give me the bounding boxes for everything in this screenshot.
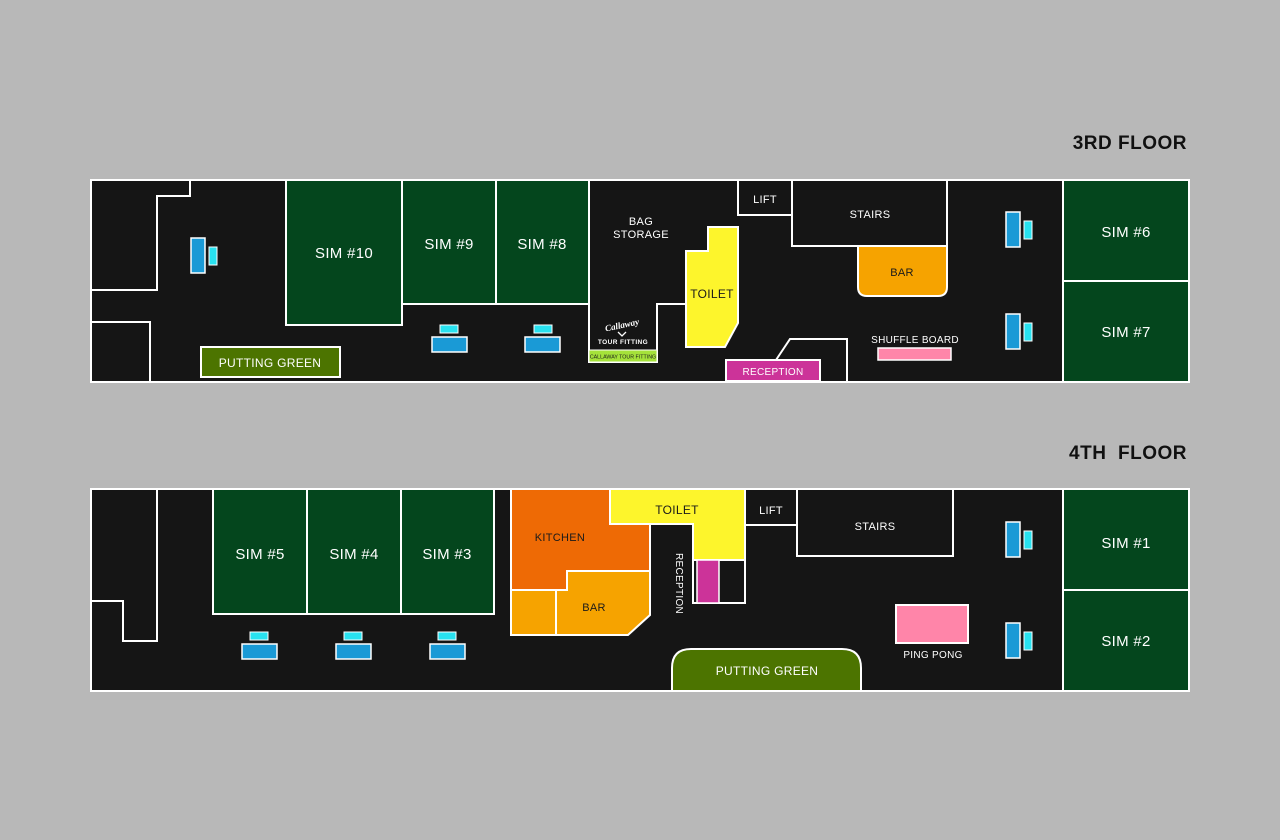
floor4-putting-green-label: PUTTING GREEN <box>716 664 819 678</box>
floor4-sim4[interactable] <box>306 488 402 615</box>
floor4-lift[interactable] <box>744 488 798 526</box>
callaway-tour-fitting-banner <box>588 349 658 363</box>
floor4-ping-pong-label: PING PONG <box>903 650 962 661</box>
floor3-reception-label: RECEPTION <box>742 367 803 378</box>
floor3-toilet-label: TOILET <box>690 287 734 301</box>
floor3-sim7[interactable] <box>1062 280 1190 383</box>
floor4-sim4-label: SIM #4 <box>329 546 378 563</box>
floor4-kitchen-label: KITCHEN <box>535 532 585 544</box>
floor3-reception[interactable] <box>725 359 821 382</box>
floor4-sim2-label: SIM #2 <box>1101 633 1150 650</box>
floor3-sim7-label: SIM #7 <box>1101 324 1150 341</box>
floor4-wall-left <box>91 489 158 642</box>
seating-icon <box>1005 313 1033 350</box>
floor3-lift-label: LIFT <box>753 194 777 206</box>
floor4-title: 4TH FLOOR <box>1069 443 1187 464</box>
floor4-bar-small[interactable] <box>510 589 557 636</box>
seating-icon <box>1005 211 1033 248</box>
floor3-shuffle-board[interactable] <box>877 347 952 361</box>
floor4-putting-green[interactable] <box>671 648 862 692</box>
floor4-bar[interactable] <box>555 570 651 636</box>
floor4-bar-label: BAR <box>582 602 606 614</box>
floor4-toilet-label: TOILET <box>655 503 699 517</box>
floor4-sim5[interactable] <box>212 488 308 615</box>
floor4-plan: SIM #5 SIM #4 SIM #3 KITCHEN BAR TOILET … <box>90 488 1190 692</box>
floor3-sim10-label: SIM #10 <box>315 245 373 262</box>
floor3-title: 3RD FLOOR <box>1073 133 1187 154</box>
seating-icon <box>241 631 278 660</box>
floor3-wall-reception <box>775 338 848 382</box>
callaway-tour-fitting-label: TOUR FITTING <box>598 339 648 346</box>
callaway-chevron-icon <box>617 331 627 337</box>
floor4-sim3-label: SIM #3 <box>422 546 471 563</box>
floor3-putting-green[interactable] <box>200 346 341 378</box>
floor3-toilet[interactable] <box>685 226 739 348</box>
floor4-sim5-label: SIM #5 <box>235 546 284 563</box>
floor3-stairs-label: STAIRS <box>850 209 891 221</box>
seating-icon <box>431 324 468 353</box>
floor4-ping-pong-table[interactable] <box>895 604 969 644</box>
seating-icon <box>1005 622 1033 659</box>
floor3-sim9[interactable] <box>401 179 497 305</box>
floor4-lift-label: LIFT <box>759 505 783 517</box>
floor3-bar-label: BAR <box>890 267 914 279</box>
floor3-bag-storage-label-2: STORAGE <box>613 229 669 241</box>
seating-icon <box>190 237 218 274</box>
floor3-sim8[interactable] <box>495 179 590 305</box>
floor3-lift[interactable] <box>737 179 793 216</box>
floor3-shuffle-board-label: SHUFFLE BOARD <box>871 335 959 346</box>
floor4-sim3[interactable] <box>400 488 495 615</box>
floor4-sim2[interactable] <box>1062 589 1190 692</box>
floor3-sim8-label: SIM #8 <box>517 236 566 253</box>
floor3-bag-storage-label-1: BAG <box>629 216 653 228</box>
floor3-sim10[interactable] <box>285 179 403 326</box>
floor3-wall-left-lower <box>91 321 151 382</box>
seating-icon <box>335 631 372 660</box>
seating-icon <box>1005 521 1033 558</box>
floor4-reception[interactable] <box>696 559 720 604</box>
seating-icon <box>524 324 561 353</box>
floor4-sim1-label: SIM #1 <box>1101 535 1150 552</box>
floor4-stairs-label: STAIRS <box>855 521 896 533</box>
floor4-sim1[interactable] <box>1062 488 1190 591</box>
floor3-bar[interactable] <box>857 245 948 297</box>
floor3-sim6-label: SIM #6 <box>1101 224 1150 241</box>
floor3-sim6[interactable] <box>1062 179 1190 282</box>
floor3-wall-left-upper <box>91 180 191 291</box>
floor3-sim9-label: SIM #9 <box>424 236 473 253</box>
floor3-plan: SIM #10 SIM #9 SIM #8 BAG STORAGE Callaw… <box>90 179 1190 383</box>
floor3-putting-green-label: PUTTING GREEN <box>219 356 322 370</box>
floor4-reception-label: RECEPTION <box>673 553 684 614</box>
seating-icon <box>429 631 466 660</box>
callaway-banner-label: CALLAWAY TOUR FITTING <box>590 355 656 361</box>
floor4-wall-stairs <box>796 489 954 557</box>
